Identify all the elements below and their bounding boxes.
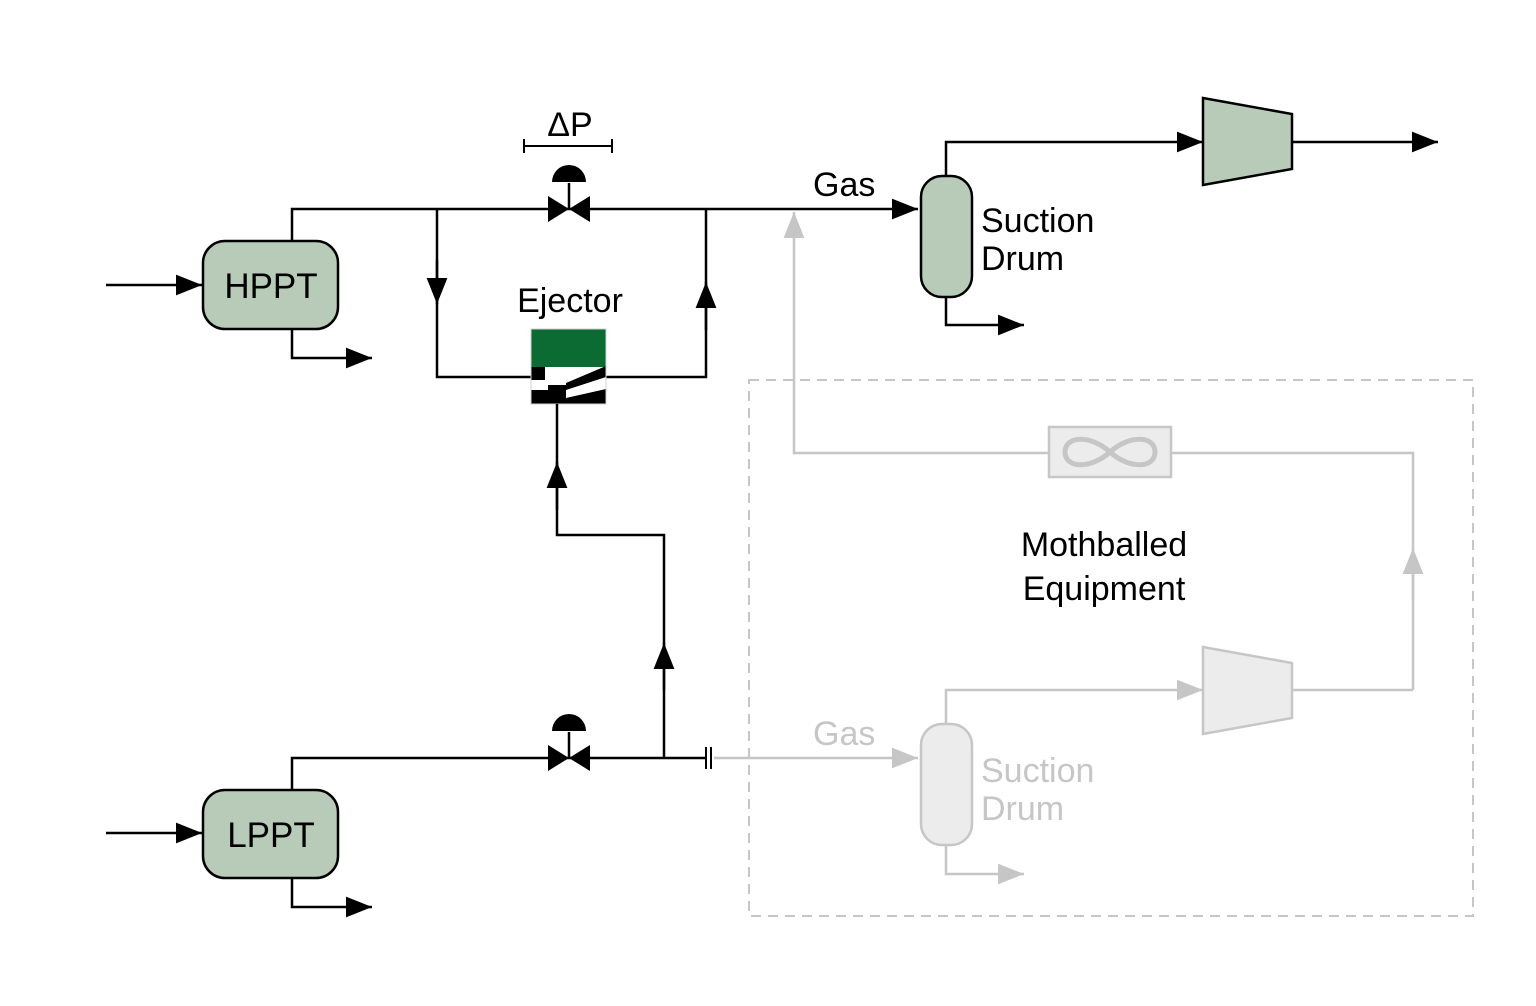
active-section: HPPT ΔP bbox=[106, 96, 1438, 918]
lppt-label: LPPT bbox=[227, 816, 315, 855]
mothballed-label-line1: Mothballed bbox=[1021, 526, 1187, 564]
blind-flange-icon bbox=[705, 747, 712, 769]
ejector-suction-line bbox=[555, 404, 666, 758]
mothballed-suction-drum-icon bbox=[919, 722, 974, 847]
ejector-discharge-leg bbox=[606, 209, 708, 379]
suction-drum-liquid-outlet bbox=[944, 297, 1024, 336]
ejector-label: Ejector bbox=[517, 282, 623, 320]
mothballed-boundary bbox=[748, 379, 1474, 917]
suction-label: Suction bbox=[981, 202, 1094, 240]
lp-gas-header bbox=[290, 756, 706, 790]
mothballed-drum-to-compressor bbox=[944, 679, 1203, 725]
hppt-vessel-icon bbox=[201, 239, 340, 331]
hppt-label: HPPT bbox=[224, 267, 317, 306]
drum-label: Drum bbox=[981, 240, 1064, 278]
delta-p-label: ΔP bbox=[547, 106, 592, 144]
hp-control-valve-icon bbox=[548, 165, 590, 222]
mothballed-return-line bbox=[783, 212, 1049, 455]
delta-p-indicator bbox=[523, 139, 613, 153]
suction-drum-gas-outlet bbox=[944, 131, 1203, 176]
ejector-icon bbox=[530, 328, 607, 405]
gas-label: Gas bbox=[813, 166, 875, 204]
mothballed-suction-label: Suction bbox=[981, 752, 1094, 790]
lppt-liquid-outlet bbox=[290, 878, 372, 918]
compressor-icon bbox=[1201, 96, 1294, 187]
mothballed-section: Gas Suction Drum Mothballed Equipment bbox=[714, 212, 1474, 917]
mothballed-compressor-icon bbox=[1201, 645, 1294, 736]
mothballed-drum-liquid-outlet bbox=[944, 845, 1024, 885]
mothballed-drum-label: Drum bbox=[981, 790, 1064, 828]
mothballed-label-line2: Equipment bbox=[1023, 570, 1186, 608]
mothballed-cooler-icon bbox=[1047, 425, 1173, 479]
lppt-vessel-icon bbox=[201, 788, 340, 880]
suction-drum-icon bbox=[919, 174, 974, 299]
mothballed-gas-label: Gas bbox=[813, 715, 875, 753]
hp-gas-header bbox=[290, 198, 918, 241]
mothballed-cooler-outlet-line bbox=[1171, 451, 1415, 690]
hppt-liquid-outlet bbox=[290, 329, 372, 369]
lp-control-valve-icon bbox=[548, 714, 590, 771]
